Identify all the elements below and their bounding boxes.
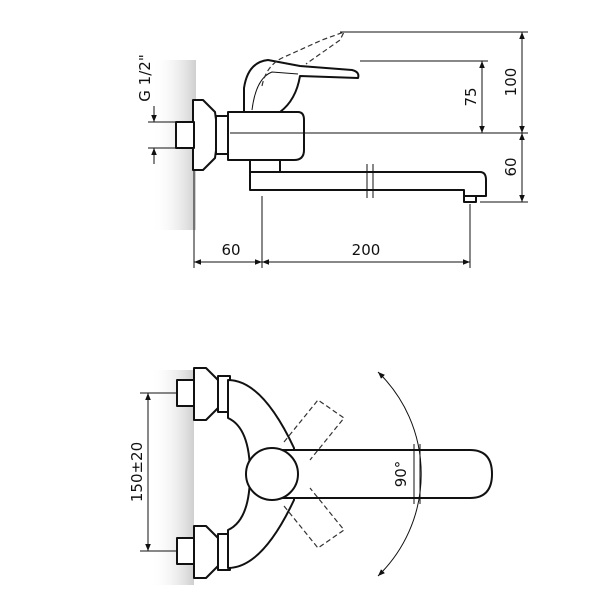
dim-label-60-vertical: 60 [502,157,520,176]
swivel-angle-label: 90° [392,461,410,488]
lever-inner [251,71,299,111]
lower-flange [193,525,221,579]
dim-label-75: 75 [462,87,480,106]
spout-arm [249,171,487,197]
dim-label-100: 100 [502,68,520,97]
dim-label-inlet-spacing: 150±20 [128,442,146,502]
inlet-nipple [175,121,195,149]
lower-inlet-nipple [176,537,196,565]
handle-knob [245,447,299,501]
spout-top [269,449,493,499]
lever-raised-outline [261,30,346,87]
swivel-angle-arc [377,371,422,577]
spout-swivel-up [283,399,345,461]
upper-inlet-nipple [176,379,196,407]
upper-flange [193,367,221,421]
dim-label-200: 200 [352,241,381,259]
dim-label-thread: G 1/2" [136,54,154,101]
dim-label-60-horizontal: 60 [221,241,240,259]
spout-swivel-down [283,487,345,549]
top-view: 90° 150±20 [128,367,493,585]
side-view: 100 75 60 60 200 G 1/2" [136,30,528,268]
aerator [463,195,477,203]
lever-handle [243,59,360,113]
valve-body [227,111,305,161]
wall-flange [192,99,219,171]
